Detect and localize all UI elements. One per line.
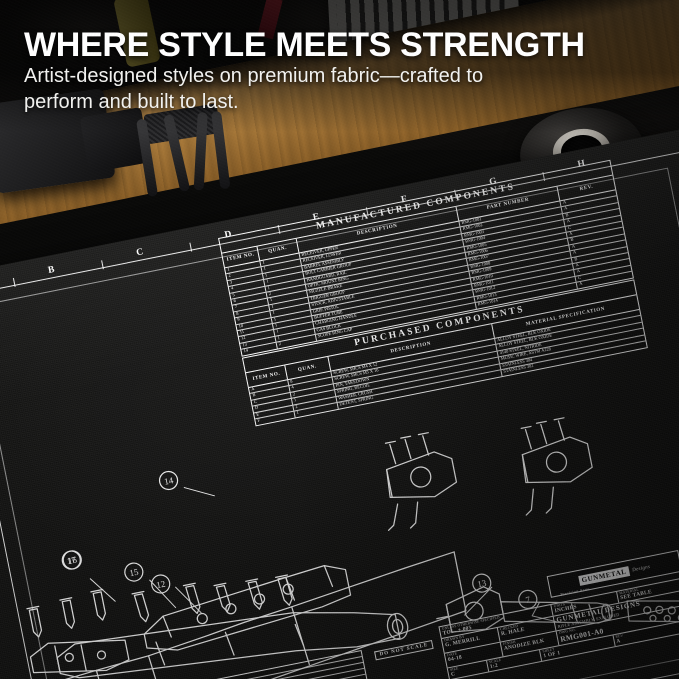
muzzle-brake [626,600,679,623]
callout-number: 13 [476,578,487,590]
callout-number: 17 [66,555,77,567]
pliers-set [136,103,244,203]
callout-number: 12 [155,579,166,591]
barrel-handguard [56,612,409,679]
plier-handle [211,110,231,190]
callout-balloon: 13 [472,573,492,593]
desk-mat: A B C D E F G H 1 2 3 4 5 [0,124,679,679]
callout-number: 14 [163,475,174,487]
optic-rail [29,639,130,674]
callout-balloon: 12 [151,574,171,594]
fastener-cluster-left [26,574,293,638]
callout-balloons: 1234567891011121314151617 [0,124,679,679]
scope-ring-left [384,432,458,531]
callout-balloon: 15 [124,562,144,582]
exploded-assembly-drawing [0,124,679,679]
callout-number: 16 [67,554,78,566]
callout-number: 7 [525,594,532,605]
callout-number: 15 [129,567,140,579]
callout-balloon: 17 [61,550,81,570]
callout-balloon: 14 [158,470,179,491]
scope-ring-right [520,417,593,516]
callout-balloon: 7 [518,589,538,610]
leader-lines [89,487,561,624]
barrel-assembly [500,601,613,624]
